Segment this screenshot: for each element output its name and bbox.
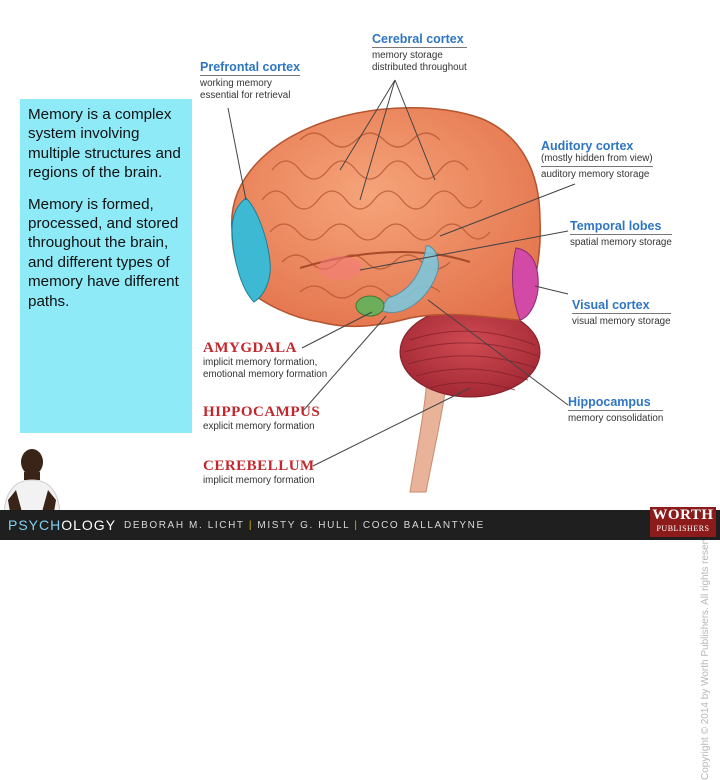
divider [572,313,671,314]
brain-illustration [0,0,720,540]
author-name: DEBORAH M. LICHT [124,520,244,531]
label-sub: emotional memory formation [203,369,327,381]
label-title: CEREBELLUM [203,458,315,475]
author-list: DEBORAH M. LICHT | MISTY G. HULL | COCO … [124,520,485,531]
label-prefrontal-cortex: Prefrontal cortex working memory essenti… [200,60,300,101]
divider [200,75,300,76]
label-auditory-cortex: Auditory cortex (mostly hidden from view… [541,139,653,180]
book-title: PSYCHOLOGY [8,517,116,533]
label-hippocampus-left: HIPPOCAMPUS explicit memory formation [203,404,320,433]
publisher-name: WORTH [650,507,716,524]
publisher-logo: WORTH PUBLISHERS [650,507,716,537]
label-cerebral-cortex: Cerebral cortex memory storage distribut… [372,32,467,73]
label-hippocampus-right: Hippocampus memory consolidation [568,395,663,425]
divider [570,234,672,235]
label-title: Auditory cortex [541,139,653,153]
divider [541,166,653,167]
label-title: Hippocampus [568,395,663,409]
label-title: Visual cortex [572,298,671,312]
divider [372,47,467,48]
label-title: AMYGDALA [203,340,327,357]
label-sub: essential for retrieval [200,90,300,102]
label-visual-cortex: Visual cortex visual memory storage [572,298,671,328]
divider [568,410,663,411]
label-sub: spatial memory storage [570,237,672,249]
label-sub: auditory memory storage [541,169,653,181]
author-separator: | [249,520,253,531]
copyright-notice: Copyright © 2014 by Worth Publishers. Al… [700,500,720,780]
label-title: Prefrontal cortex [200,60,300,74]
author-name: COCO BALLANTYNE [363,520,485,531]
label-sub: implicit memory formation [203,475,315,487]
label-sub: working memory [200,78,300,90]
book-title-part1: PSYCH [8,517,61,533]
student-photo [0,440,64,512]
label-amygdala: AMYGDALA implicit memory formation, emot… [203,340,327,380]
label-title: Temporal lobes [570,219,672,233]
label-sub: distributed throughout [372,62,467,74]
label-sub: memory consolidation [568,413,663,425]
label-sub: explicit memory formation [203,421,320,433]
book-title-part2: OLOGY [61,517,116,533]
label-title: HIPPOCAMPUS [203,404,320,421]
label-title: Cerebral cortex [372,32,467,46]
label-sub: (mostly hidden from view) [541,153,653,165]
label-cerebellum: CEREBELLUM implicit memory formation [203,458,315,487]
author-separator: | [354,520,358,531]
author-name: MISTY G. HULL [257,520,350,531]
label-sub: visual memory storage [572,316,671,328]
label-temporal-lobes: Temporal lobes spatial memory storage [570,219,672,249]
label-sub: memory storage [372,50,467,62]
publisher-subtitle: PUBLISHERS [650,524,716,534]
label-sub: implicit memory formation, [203,357,327,369]
